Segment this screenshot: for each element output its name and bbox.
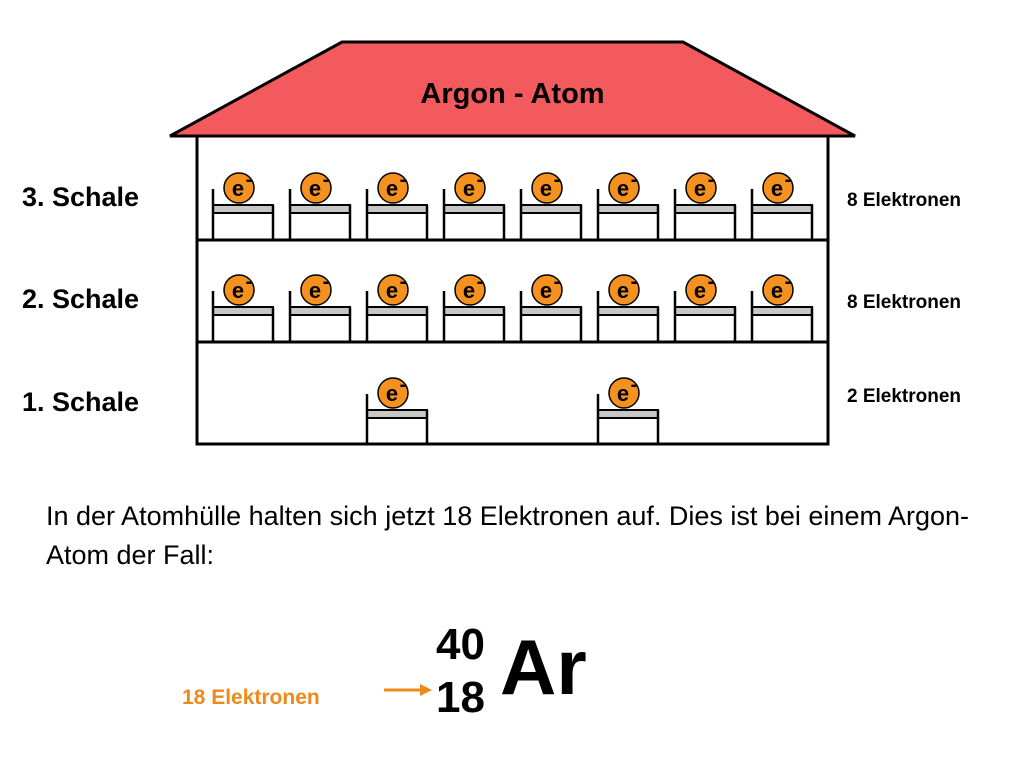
electron-label: e	[463, 278, 475, 303]
electron-charge: -	[246, 271, 253, 293]
shell-label-1: 1. Schale	[22, 387, 140, 417]
electron-label: e	[386, 176, 398, 201]
bed-icon	[519, 189, 583, 240]
electron-label: e	[771, 278, 783, 303]
bed-icon	[519, 291, 583, 342]
electron-charge: -	[400, 374, 407, 396]
shell-count-1: 2 Elektronen	[847, 386, 962, 407]
electron-label: e	[232, 278, 244, 303]
bed-icon	[673, 291, 737, 342]
bed-icon	[596, 394, 660, 445]
arrow-head	[420, 684, 432, 696]
bed-icon	[365, 189, 429, 240]
bed-icon	[750, 189, 814, 240]
electron-label: e	[309, 176, 321, 201]
electron-charge: -	[785, 271, 792, 293]
electron-icon: e-	[608, 169, 640, 204]
element-symbol: Ar	[500, 623, 587, 711]
electron-icon: e-	[454, 271, 486, 306]
electron-icon: e-	[685, 169, 717, 204]
electron-charge: -	[631, 169, 638, 191]
electron-icon: e-	[454, 169, 486, 204]
electron-charge: -	[708, 169, 715, 191]
electron-charge: -	[400, 271, 407, 293]
bed-icon	[365, 394, 429, 445]
electron-icon: e-	[608, 271, 640, 306]
bed-icon	[442, 189, 506, 240]
electron-icon: e-	[377, 374, 409, 409]
bed-icon	[750, 291, 814, 342]
electron-label: e	[694, 176, 706, 201]
electron-label: e	[617, 278, 629, 303]
bed-icon	[596, 291, 660, 342]
electron-icon: e-	[685, 271, 717, 306]
bed-icon	[673, 189, 737, 240]
electron-charge: -	[477, 271, 484, 293]
mass-number: 40	[436, 620, 485, 669]
electron-label: e	[386, 381, 398, 406]
electron-charge: -	[323, 169, 330, 191]
electron-icon: e-	[608, 374, 640, 409]
shell-label-3: 3. Schale	[22, 182, 140, 212]
electron-charge: -	[554, 169, 561, 191]
electron-label: e	[309, 278, 321, 303]
shell-count-2: 8 Elektronen	[847, 292, 962, 313]
electron-label: e	[232, 176, 244, 201]
electron-icon: e-	[300, 271, 332, 306]
electron-icon: e-	[531, 271, 563, 306]
electron-charge: -	[708, 271, 715, 293]
bed-icon	[211, 189, 275, 240]
electron-icon: e-	[377, 271, 409, 306]
atomic-number: 18	[436, 673, 485, 722]
electron-charge: -	[400, 169, 407, 191]
shell-count-3: 8 Elektronen	[847, 190, 962, 211]
bed-icon	[288, 189, 352, 240]
electron-icon: e-	[223, 169, 255, 204]
electron-charge: -	[785, 169, 792, 191]
electron-charge: -	[554, 271, 561, 293]
electron-charge: -	[246, 169, 253, 191]
electron-label: e	[771, 176, 783, 201]
bed-icon	[288, 291, 352, 342]
electron-icon: e-	[762, 271, 794, 306]
shell-label-2: 2. Schale	[22, 284, 140, 314]
electron-label: e	[617, 176, 629, 201]
electron-charge: -	[477, 169, 484, 191]
electron-label: e	[540, 176, 552, 201]
bed-icon	[442, 291, 506, 342]
electron-charge: -	[631, 374, 638, 396]
bed-icon	[596, 189, 660, 240]
electron-label: e	[617, 381, 629, 406]
electron-charge: -	[631, 271, 638, 293]
electron-icon: e-	[223, 271, 255, 306]
electron-count-note: 18 Elektronen	[182, 686, 320, 709]
electron-icon: e-	[762, 169, 794, 204]
electron-label: e	[540, 278, 552, 303]
electron-charge: -	[323, 271, 330, 293]
electron-icon: e-	[300, 169, 332, 204]
electron-icon: e-	[531, 169, 563, 204]
electron-label: e	[694, 278, 706, 303]
house-body	[195, 134, 830, 446]
electron-label: e	[463, 176, 475, 201]
explanation-text: In der Atomhülle halten sich jetzt 18 El…	[46, 501, 970, 570]
electron-label: e	[386, 278, 398, 303]
electron-icon: e-	[377, 169, 409, 204]
bed-icon	[211, 291, 275, 342]
bed-icon	[365, 291, 429, 342]
diagram-title: Argon - Atom	[420, 78, 605, 110]
